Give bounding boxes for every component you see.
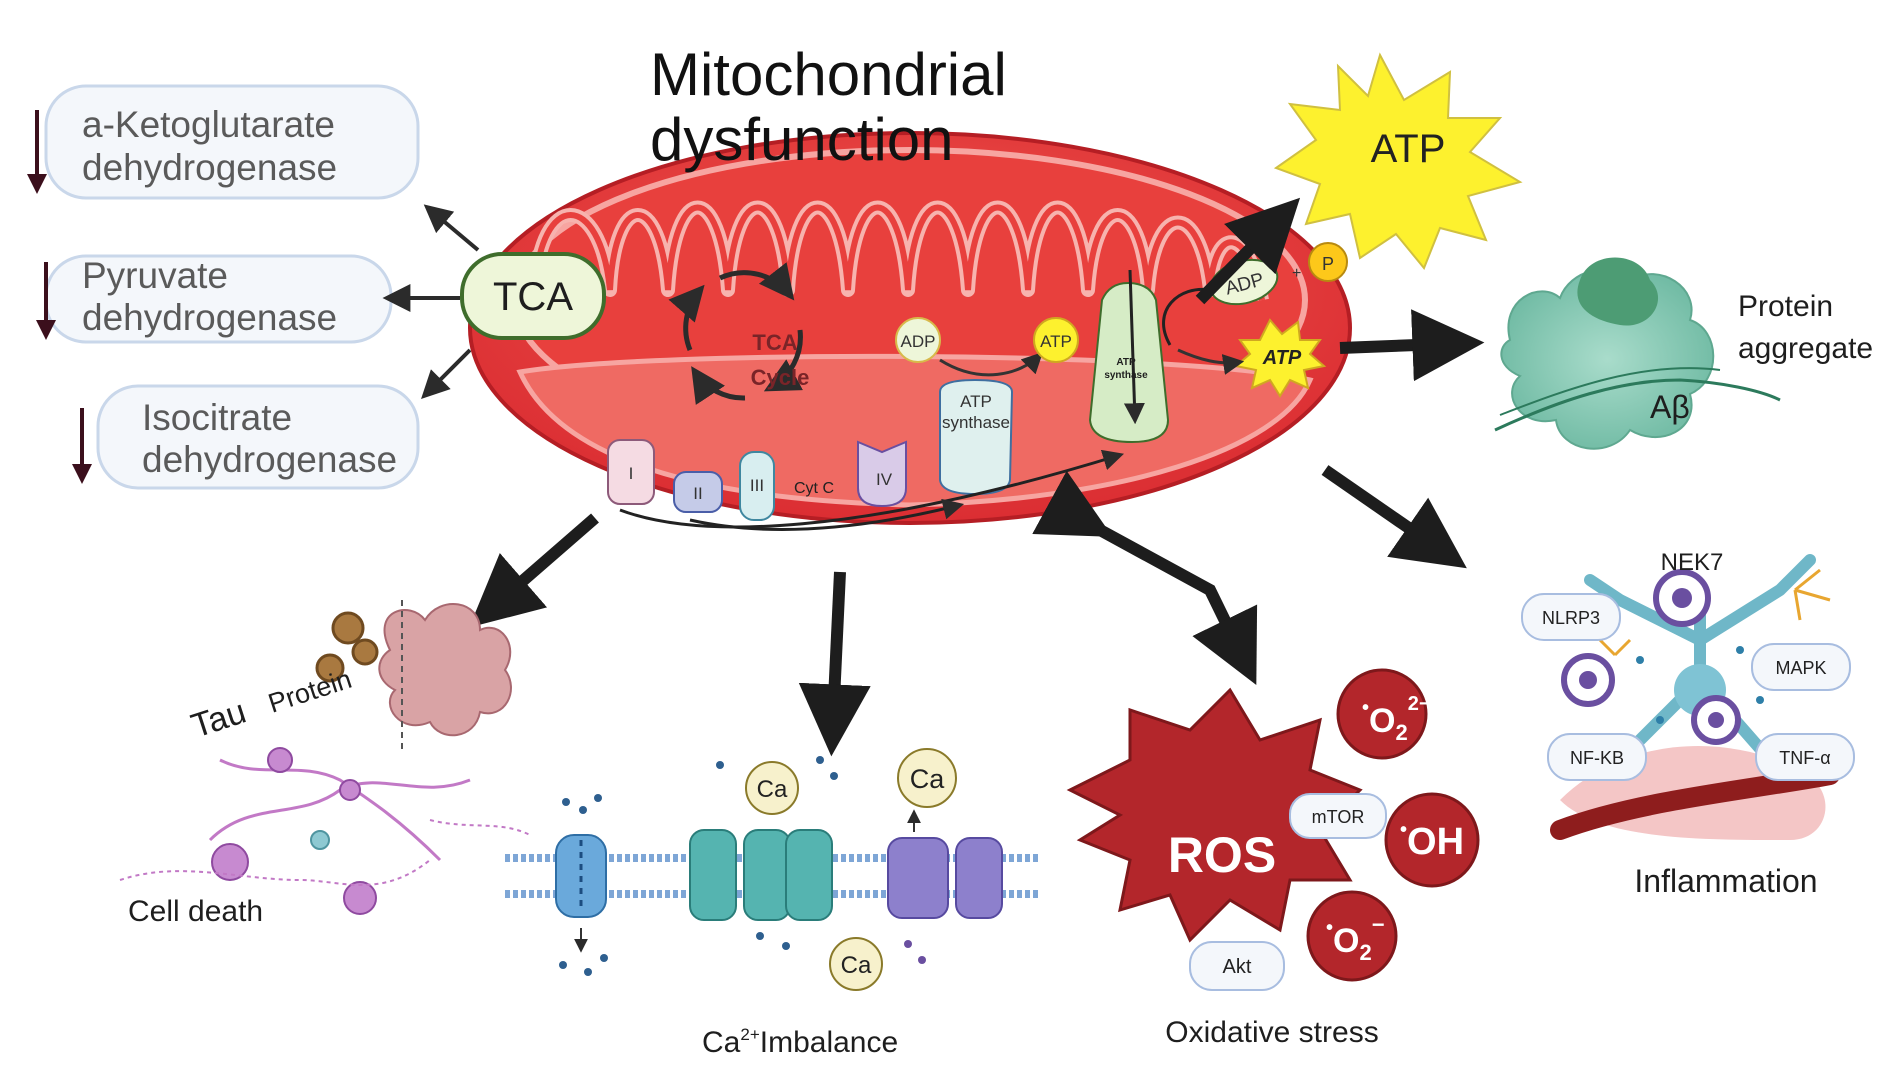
atp-circle: ATP — [1033, 317, 1079, 363]
tca-label: TCA — [493, 275, 573, 319]
atp-synthase-large: ATP synthase — [1088, 281, 1170, 444]
protein-aggregate-line1: Protein — [1738, 290, 1833, 323]
calcium-ion-1: Ca — [745, 761, 799, 815]
oxidative-stress-label: Oxidative stress — [1165, 1016, 1378, 1049]
svg-text:•O22−: •O22− — [1362, 693, 1431, 745]
tca-cycle-line1: TCA — [752, 330, 797, 355]
title-line1: Mitochondrial — [650, 41, 1007, 108]
adp-circle: ADP — [895, 317, 941, 363]
svg-text:NF-KB: NF-KB — [1570, 748, 1624, 768]
ros-label: ROS — [1168, 827, 1276, 883]
protein-aggregate-line2: aggregate — [1738, 332, 1873, 365]
nfkb-pill: NF-KB — [1547, 733, 1647, 781]
brain-neuron-icon — [119, 600, 531, 915]
hydroxyl-circle: •OH — [1384, 792, 1480, 888]
nlrp3-pill: NLRP3 — [1521, 593, 1621, 641]
arrow-ros-bidirectional — [1032, 470, 1258, 685]
enzyme-idh-line1: Isocitrate — [142, 397, 292, 438]
svg-text:•O2−: •O2− — [1326, 912, 1385, 965]
svg-text:NLRP3: NLRP3 — [1542, 608, 1600, 628]
tca-box: TCA — [460, 252, 606, 340]
complex-i: I — [607, 439, 655, 505]
svg-text:II: II — [693, 484, 702, 503]
svg-text:ATP: ATP — [1262, 347, 1302, 369]
cyt-c-label: Cyt C — [794, 480, 834, 497]
svg-text:Akt: Akt — [1223, 956, 1252, 978]
atp-burst-small: ATP — [1233, 318, 1327, 398]
title-line2: dysfunction — [650, 106, 954, 173]
tca-cycle-line2: Cycle — [751, 365, 810, 390]
phosphate-circle: P — [1308, 242, 1348, 282]
svg-text:ADP: ADP — [901, 332, 936, 351]
arrow-to-atp — [1195, 197, 1301, 305]
tau-label: Tau — [187, 693, 251, 746]
abeta-label: Aβ — [1650, 389, 1690, 425]
nek7-label: NEK7 — [1661, 549, 1724, 576]
svg-text:ATP: ATP — [1040, 332, 1072, 351]
calcium-ion-3: Ca — [829, 937, 883, 991]
arrow-to-inflammation — [1321, 465, 1467, 569]
complex-iii: III — [739, 451, 775, 521]
svg-text:I: I — [629, 464, 634, 483]
atp-synthase-small: ATP synthase — [939, 378, 1014, 496]
tau-protein-label: Protein — [265, 664, 356, 719]
tca-cycle-group: TCA Cycle — [668, 262, 810, 406]
enzyme-pdh-line1: Pyruvate — [82, 255, 228, 296]
arrow-tca-to-akgdh — [423, 204, 480, 252]
akt-pill: Akt — [1189, 941, 1285, 991]
enzyme-akgdh-line1: a-Ketoglutarate — [82, 104, 335, 145]
svg-text:Ca: Ca — [910, 764, 945, 794]
svg-text:TNF-α: TNF-α — [1779, 748, 1830, 768]
svg-text:P: P — [1322, 254, 1334, 274]
calcium-ion-2: Ca — [897, 748, 957, 808]
svg-text:synthase: synthase — [1104, 370, 1148, 381]
arrow-to-calcium — [798, 571, 871, 757]
superoxide-2minus-circle: •O22− — [1336, 668, 1431, 760]
plus-sign: + — [1292, 265, 1301, 282]
arrow-tca-to-idh — [421, 348, 472, 399]
arrow-to-cell-death — [469, 513, 599, 628]
atp-burst-large: ATP — [1273, 52, 1523, 270]
enzyme-idh-group: Isocitrate dehydrogenase — [72, 384, 420, 490]
complex-iv: IV — [857, 440, 907, 508]
atp-burst-label: ATP — [1371, 127, 1446, 171]
enzyme-akgdh-line2: dehydrogenase — [82, 147, 337, 188]
ros-burst: ROS — [1066, 687, 1363, 943]
mtor-pill: mTOR — [1289, 793, 1387, 839]
superoxide-minus-circle: •O2− — [1306, 890, 1398, 982]
svg-text:MAPK: MAPK — [1775, 658, 1826, 678]
svg-text:ATP: ATP — [1116, 357, 1136, 368]
enzyme-akgdh-group: a-Ketoglutarate dehydrogenase — [27, 84, 420, 200]
inflammation-label: Inflammation — [1634, 863, 1817, 899]
complex-ii: II — [673, 471, 723, 513]
enzyme-pdh-group: Pyruvate dehydrogenase — [36, 254, 393, 344]
membrane-icon — [505, 756, 1040, 976]
calcium-imbalance-label: Ca2+Imbalance — [702, 1025, 898, 1059]
svg-text:ATP: ATP — [960, 392, 992, 411]
tnfa-pill: TNF-α — [1755, 733, 1855, 781]
svg-text:Ca: Ca — [841, 952, 872, 979]
svg-text:III: III — [750, 476, 764, 495]
title-group: Mitochondrial dysfunction — [650, 41, 1007, 173]
mapk-pill: MAPK — [1751, 643, 1851, 691]
enzyme-idh-line2: dehydrogenase — [142, 439, 397, 480]
protein-aggregate-icon — [1494, 257, 1781, 450]
svg-text:synthase: synthase — [942, 413, 1010, 432]
svg-text:•OH: •OH — [1400, 819, 1464, 863]
arrow-to-protein-aggregate — [1339, 309, 1485, 382]
enzyme-pdh-line2: dehydrogenase — [82, 297, 337, 338]
svg-text:Ca: Ca — [757, 776, 788, 803]
svg-text:mTOR: mTOR — [1312, 807, 1365, 827]
svg-text:IV: IV — [876, 470, 893, 489]
cell-death-label: Cell death — [128, 895, 263, 928]
